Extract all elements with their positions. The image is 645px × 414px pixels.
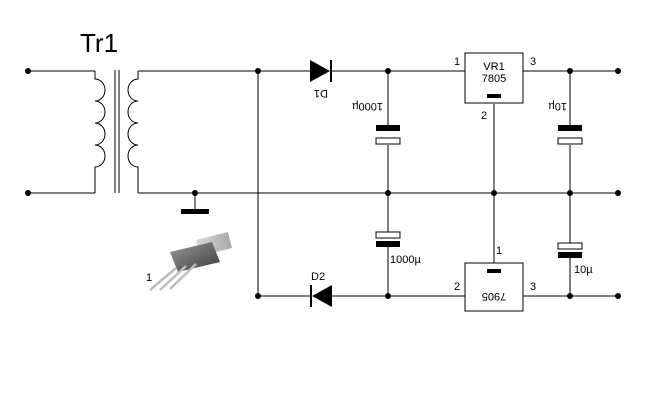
diode-d1 — [310, 60, 332, 82]
package-lead-3 — [169, 263, 197, 290]
junction-dots — [25, 68, 621, 299]
cap-bottom-left — [375, 231, 401, 247]
regulator-7905-pin-in: 2 — [454, 281, 460, 293]
cap-top-right — [557, 125, 583, 145]
package-pin-label: 1 — [146, 272, 152, 284]
cap-top-right-label: 10µ — [548, 100, 567, 112]
wires — [28, 70, 618, 297]
regulator-7805-gnd-tab — [487, 94, 501, 98]
regulator-7905-pin-gnd: 1 — [496, 245, 502, 257]
regulator-7905-pin-out: 3 — [530, 281, 536, 293]
package-lead-2 — [159, 265, 187, 291]
cap-bottom-left-label: 1000µ — [390, 254, 421, 266]
regulator-7805-pin-out: 3 — [530, 56, 536, 68]
cap-bottom-right — [557, 242, 583, 258]
diode-d1-label: D1 — [314, 87, 328, 99]
package-body — [170, 242, 220, 272]
transformer-label: Tr1 — [80, 28, 118, 58]
regulator-7805-pin-gnd: 2 — [481, 110, 487, 122]
to220-package-picture — [149, 232, 232, 291]
ground-symbol — [181, 209, 209, 214]
primary-winding — [94, 71, 106, 193]
cap-top-left-label: 1000µ — [352, 100, 383, 112]
cap-top-left — [375, 125, 401, 145]
regulator-7905 — [464, 262, 524, 312]
regulator-7805-name: VR1 — [483, 61, 504, 73]
regulator-7905-gnd-tab — [487, 269, 501, 273]
regulator-7805-pin-in: 1 — [454, 56, 460, 68]
cap-bottom-right-label: 10µ — [574, 264, 593, 276]
secondary-winding — [127, 71, 139, 193]
diode-d2 — [310, 285, 332, 307]
regulator-7805 — [464, 52, 524, 104]
diode-d2-label: D2 — [311, 271, 325, 283]
transformer — [94, 70, 139, 193]
regulator-7905-part: 7905 — [482, 290, 506, 302]
regulator-7805-part: 7805 — [482, 73, 506, 85]
package-lead-1 — [149, 267, 177, 291]
